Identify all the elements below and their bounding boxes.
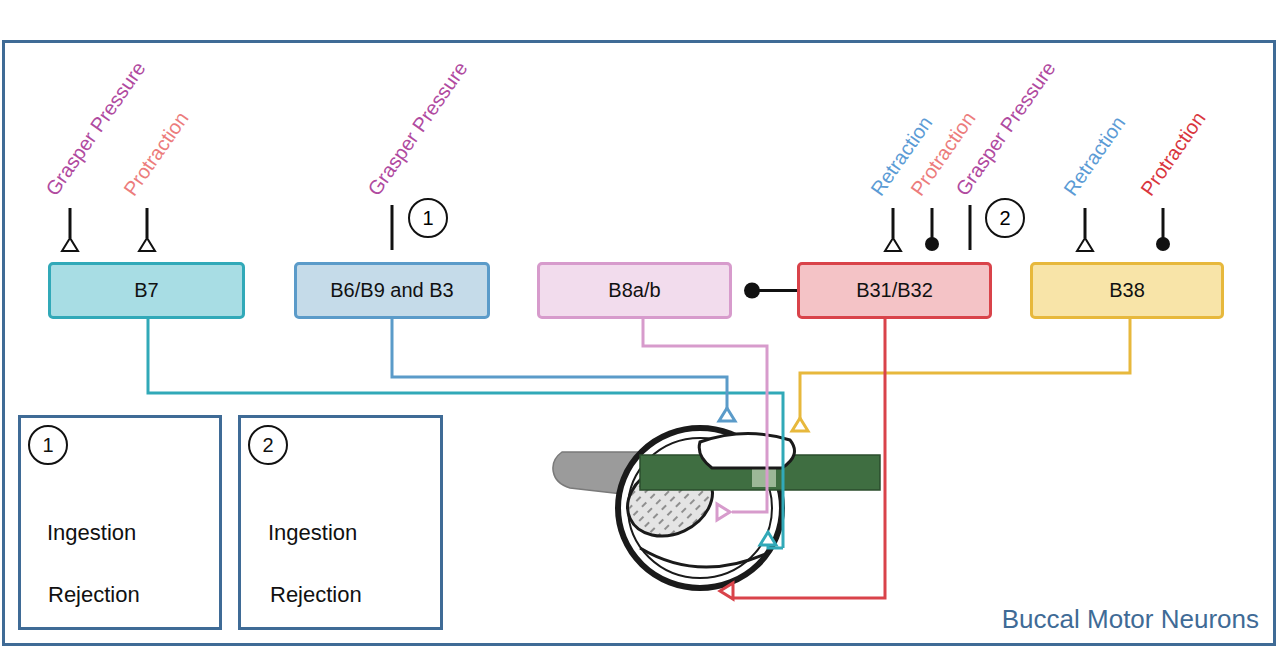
callout-number: 2 [985, 198, 1025, 238]
input-label: Grasper Pressure [362, 57, 472, 200]
callout-number: 1 [408, 198, 448, 238]
legend-text: Rejection [270, 582, 362, 608]
b6-terminal [719, 408, 735, 421]
legend-box: 2IngestionRejection [238, 415, 443, 630]
b31-terminal [720, 583, 733, 599]
neuron-name: B31/B32 [856, 279, 933, 302]
b38-wire [800, 318, 1130, 420]
input-label: Protraction [1135, 107, 1210, 200]
panel-title: Buccal Motor Neurons [1002, 604, 1259, 635]
b7-terminal [760, 532, 776, 545]
buccal-mass [553, 428, 880, 588]
legend-text: Ingestion [268, 520, 357, 546]
b6-wire [392, 318, 727, 420]
b8-wire [643, 318, 767, 512]
neuron-box: B6/B9 and B3 [294, 262, 490, 319]
frame-panel: Buccal Motor Neurons B7 B6/B9 and B3 B8a/b B… [2, 40, 1276, 646]
b8-terminal [717, 504, 730, 520]
inner-curve [640, 548, 770, 567]
neuron-box: B7 [48, 262, 245, 319]
connector-group [744, 283, 797, 299]
legend-box: 1IngestionRejection [18, 415, 222, 630]
neuron-name: B8a/b [608, 279, 660, 302]
input-label: Protraction [118, 107, 193, 200]
b38-terminal [792, 418, 808, 431]
neuron-box: B31/B32 [797, 262, 992, 319]
neuron-name: B6/B9 and B3 [330, 279, 453, 302]
i2-lens [699, 433, 794, 468]
legend-text: Ingestion [47, 520, 136, 546]
legend-text: Rejection [48, 582, 140, 608]
callout-number: 2 [248, 425, 288, 465]
b7-wire-end [768, 545, 783, 548]
neuron-name: B38 [1109, 279, 1145, 302]
neuron-box: B38 [1030, 262, 1224, 319]
neuron-box: B8a/b [537, 262, 732, 319]
input-label: Retraction [1058, 112, 1130, 200]
callout-number: 1 [28, 425, 68, 465]
inhibitory-dot [744, 283, 760, 299]
neuron-name: B7 [134, 279, 158, 302]
b31-wire [734, 318, 885, 598]
